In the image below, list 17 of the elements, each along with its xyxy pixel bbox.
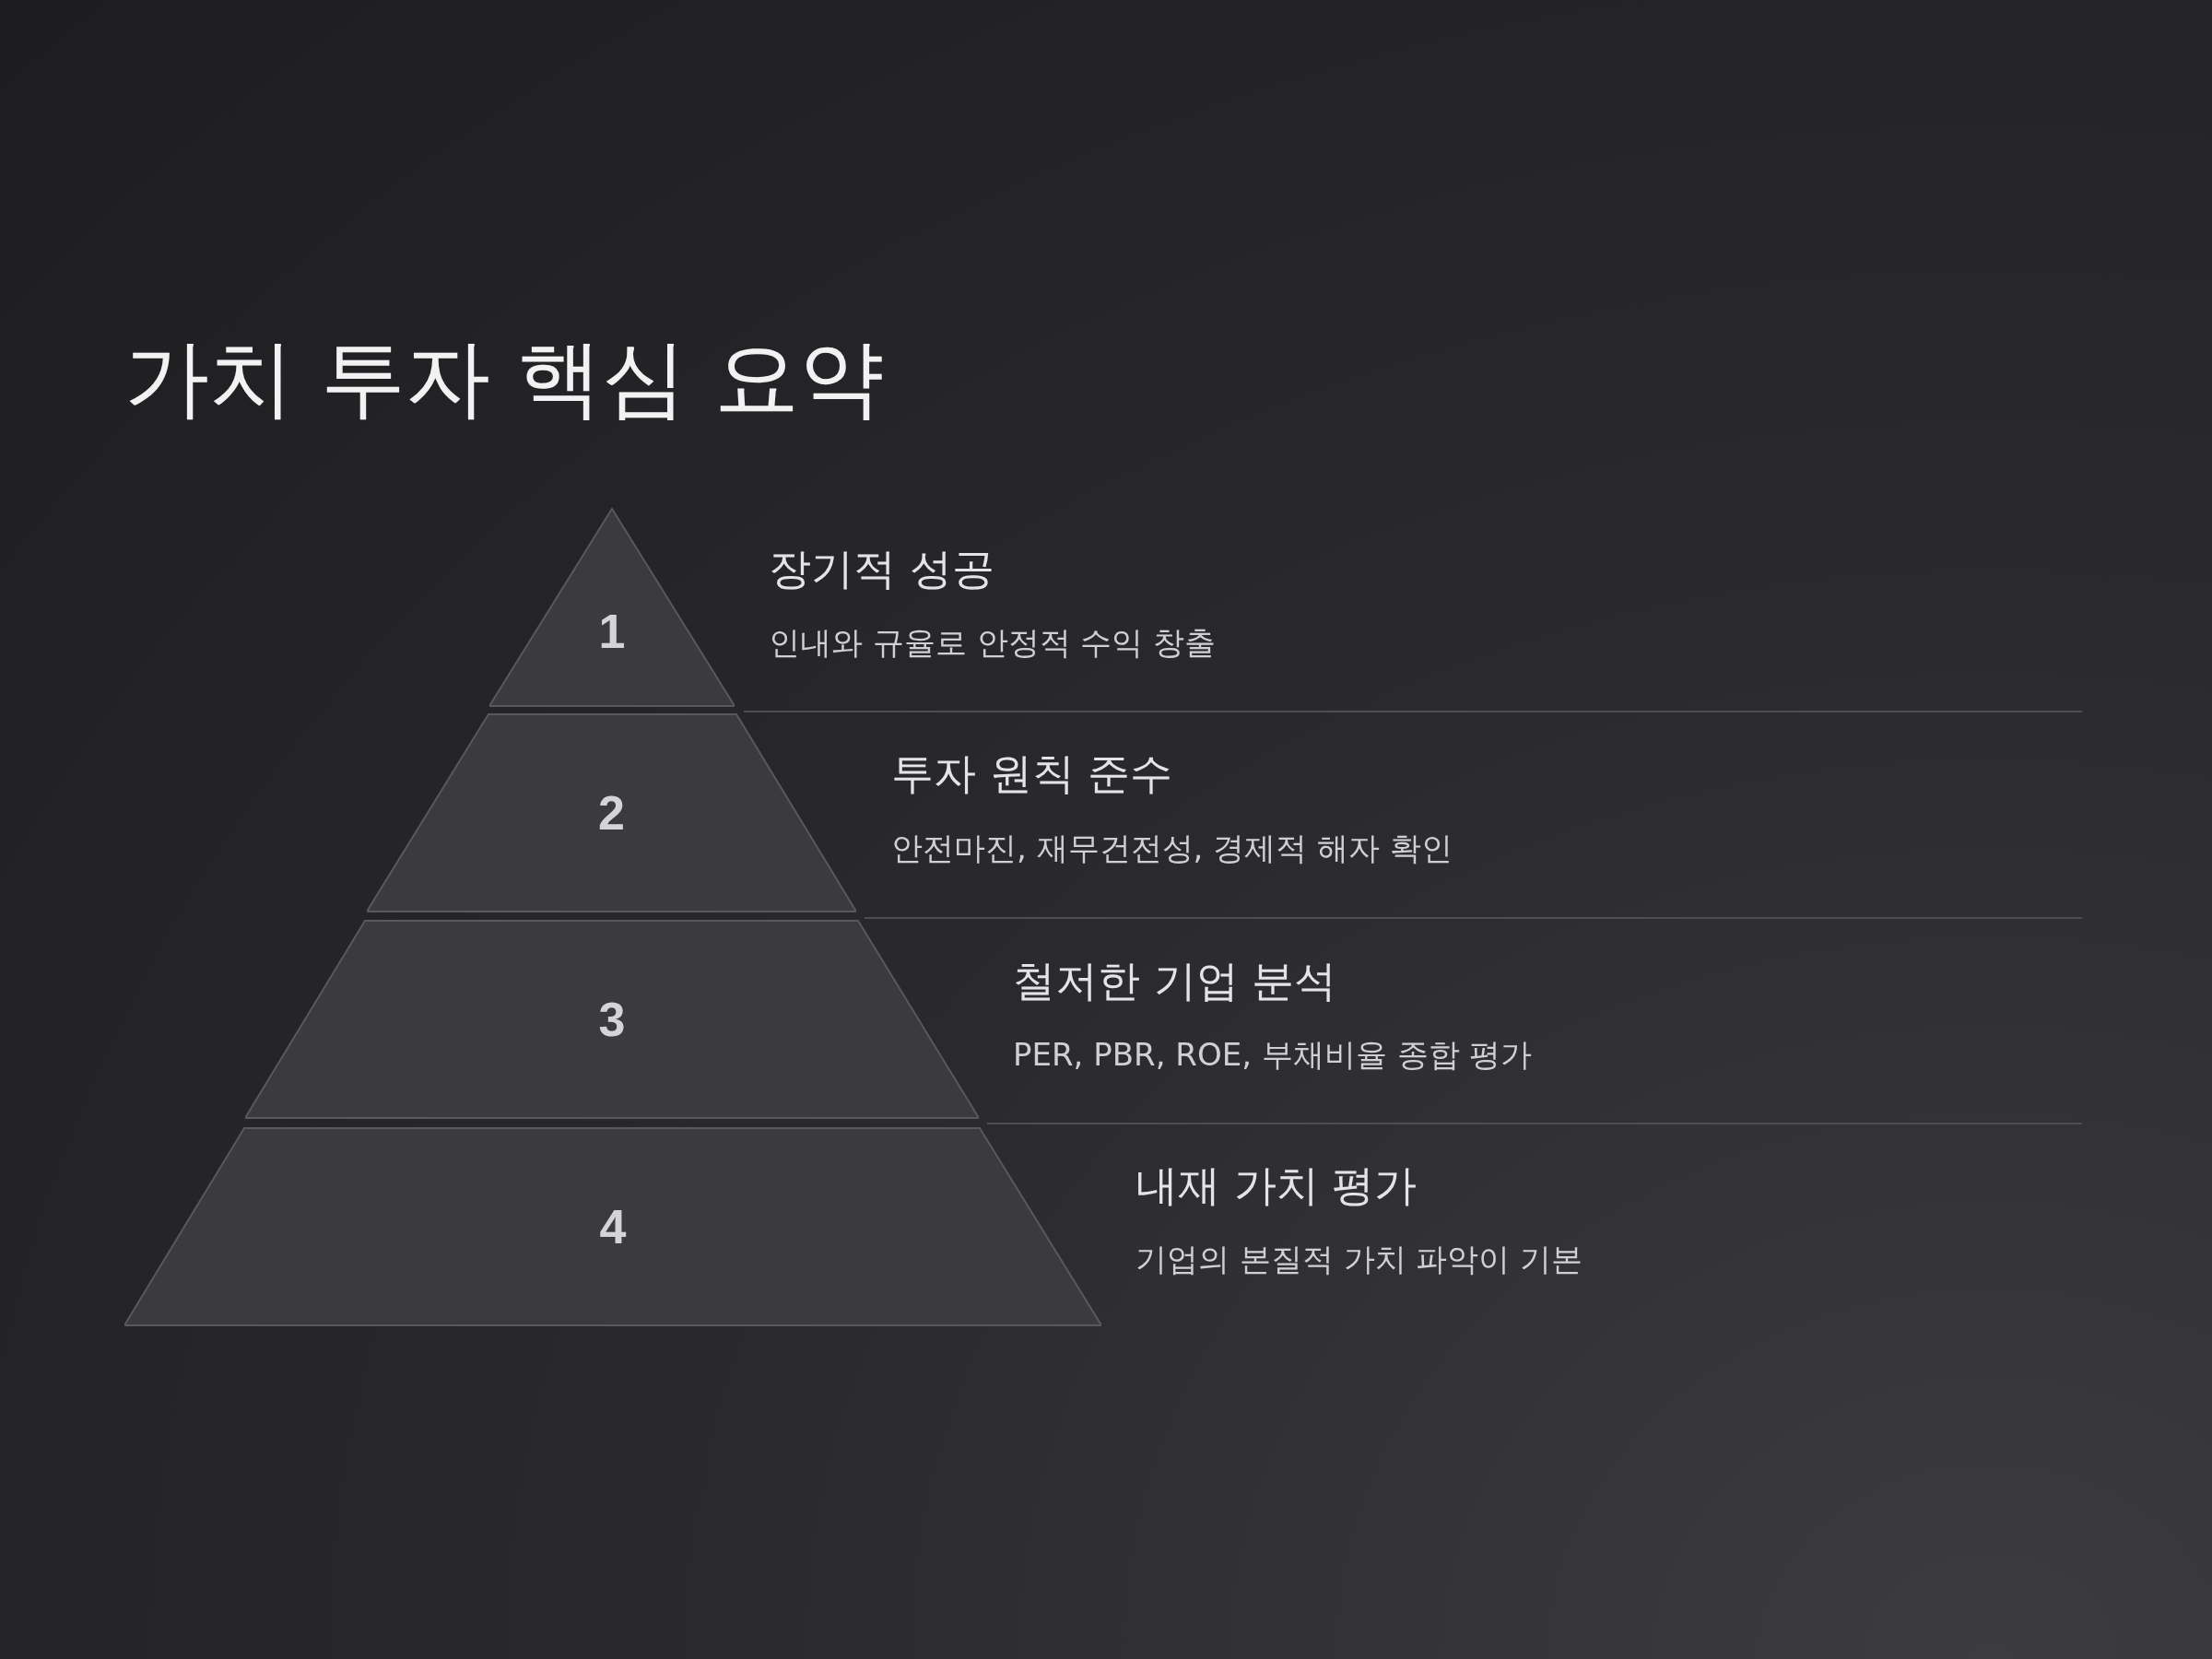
layer-description: 안전마진, 재무건전성, 경제적 해자 확인 — [891, 831, 1453, 866]
layer-number: 3 — [598, 992, 626, 1047]
layer-heading: 내재 가치 평가 — [1135, 1161, 1418, 1209]
layer-number: 1 — [598, 603, 626, 659]
layer-heading: 철저한 기업 분석 — [1013, 957, 1337, 1005]
pyramid-top — [489, 508, 735, 707]
layer-number: 2 — [598, 785, 625, 841]
layer-heading: 장기적 성공 — [769, 545, 994, 593]
title: 가치 투자 핵심 요약 — [124, 332, 884, 426]
pyramid-layer — [245, 920, 979, 1119]
layer-description: PER, PBR, ROE, 부채비율 종합 평가 — [1013, 1038, 1533, 1073]
layer-number: 4 — [599, 1199, 627, 1254]
pyramid-layer — [367, 713, 856, 912]
pyramid-layer — [124, 1127, 1101, 1326]
layer-heading: 투자 원칙 준수 — [891, 749, 1173, 797]
layer-description: 인내와 규율로 안정적 수익 창출 — [769, 626, 1217, 661]
layer-description: 기업의 본질적 가치 파악이 기본 — [1135, 1242, 1583, 1277]
